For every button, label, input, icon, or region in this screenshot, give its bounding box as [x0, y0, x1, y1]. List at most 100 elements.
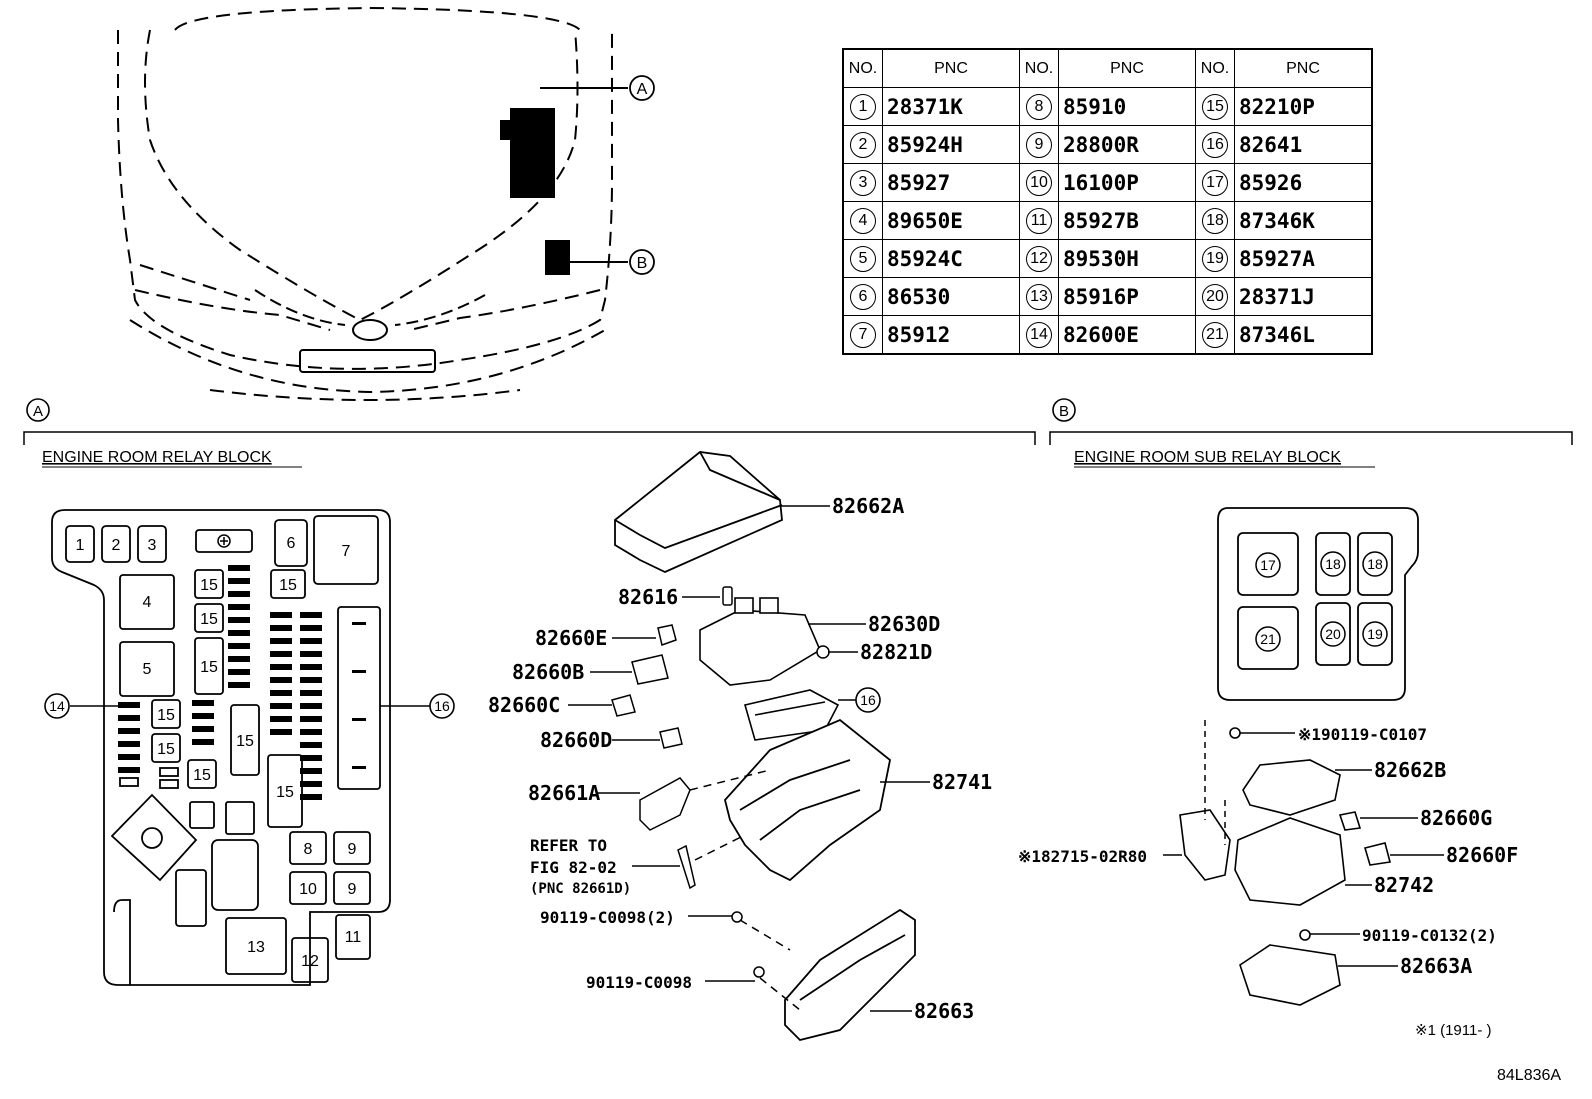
callout-82660c: 82660C: [488, 693, 560, 717]
illustration-code: 84L836A: [1497, 1067, 1561, 1084]
callout-90119-c0107: ※190119-C0107: [1298, 725, 1427, 744]
pnc-cell: 28371K: [882, 87, 1020, 126]
pnc-cell: 85924H: [882, 125, 1020, 164]
callout-82742: 82742: [1374, 873, 1434, 897]
relay-carrier-82630d: [699, 597, 822, 686]
relay-box-82742: [1234, 817, 1346, 906]
pos-14: 14: [49, 698, 65, 714]
item-number: 19: [1202, 245, 1228, 272]
pos-15: 15: [200, 577, 218, 594]
table-row: 3 85927 10 16100P 17 85926: [842, 163, 1373, 202]
pnc-table: NO. PNC NO. PNC NO. PNC 1 28371K 8 85910…: [842, 48, 1373, 355]
pnc-cell: 87346L: [1234, 315, 1373, 355]
table-row: 6 86530 13 85916P 20 28371J: [842, 277, 1373, 316]
fuse-array: [118, 565, 322, 800]
relay-block-cover-82662a: [614, 451, 783, 573]
pnc-cell: 86530: [882, 277, 1020, 316]
refer-line-3: (PNC 82661D): [530, 881, 631, 897]
fuse-holder-16: [743, 689, 840, 741]
callout-82662a: 82662A: [832, 494, 904, 518]
bolt-90119-c0098-2: [731, 911, 743, 923]
pos-20: 20: [1325, 626, 1341, 642]
pos-19: 19: [1367, 626, 1383, 642]
pos-6: 6: [287, 535, 296, 552]
col-header-pnc: PNC: [882, 48, 1020, 88]
pos-15: 15: [200, 611, 218, 628]
relay-base-82741: [724, 718, 891, 882]
bolt-90119-c0098: [753, 966, 765, 978]
item-number: 12: [1026, 245, 1052, 272]
pnc-cell: 89530H: [1058, 239, 1196, 278]
car-front-outline: [117, 6, 613, 401]
callout-82660g: 82660G: [1420, 806, 1492, 830]
relay-block-location-b: [545, 240, 570, 275]
relay-82660b: [631, 654, 669, 685]
table-row: 7 85912 14 82600E 21 87346L: [842, 315, 1373, 355]
pos-17: 17: [1260, 557, 1276, 573]
item-number: 1: [850, 93, 876, 120]
pos-15: 15: [157, 741, 175, 758]
pnc-cell: 85927A: [1234, 239, 1373, 278]
item-number: 9: [1026, 131, 1052, 158]
pos-10: 10: [299, 881, 317, 898]
pos-2: 2: [112, 537, 121, 554]
fuse-82661d: [677, 844, 696, 890]
pos-15: 15: [276, 784, 294, 801]
pos-18b: 18: [1367, 556, 1383, 572]
refer-line-1: REFER TO: [530, 836, 607, 855]
relay-block-location-a: [510, 108, 555, 198]
item-number: 2: [850, 131, 876, 158]
pos-16: 16: [434, 698, 450, 714]
bolt-90119-c0132: [1299, 929, 1311, 941]
pos-15: 15: [236, 733, 254, 750]
item-number: 14: [1026, 321, 1052, 348]
callout-82821d: 82821D: [860, 640, 932, 664]
callout-82663: 82663: [914, 999, 974, 1023]
pos-7: 7: [342, 543, 351, 560]
table-row: 5 85924C 12 89530H 19 85927A: [842, 239, 1373, 278]
marker-b-label: B: [637, 255, 648, 272]
item-number: 11: [1026, 207, 1052, 234]
car-emblem: [254, 289, 486, 373]
bracket-82715-02r80: [1179, 809, 1231, 881]
section-b-title: ENGINE ROOM SUB RELAY BLOCK: [1074, 449, 1341, 466]
pnc-cell: 85924C: [882, 239, 1020, 278]
marker-b-circle: [629, 249, 655, 275]
item-number: 8: [1026, 93, 1052, 120]
pos-5: 5: [143, 661, 152, 678]
item-number: 10: [1026, 169, 1052, 196]
callout-82715-02r80: ※182715-02R80: [1018, 847, 1147, 866]
pnc-cell: 28371J: [1234, 277, 1373, 316]
callout-82663a: 82663A: [1400, 954, 1472, 978]
item-number: 16: [1202, 131, 1228, 158]
callout-82660d: 82660D: [540, 728, 612, 752]
pnc-cell: 16100P: [1058, 163, 1196, 202]
relay-82660c: [611, 694, 636, 717]
callout-90119-c0132-2: 90119-C0132(2): [1362, 926, 1497, 945]
pnc-cell: 82641: [1234, 125, 1373, 164]
table-row: 4 89650E 11 85927B 18 87346K: [842, 201, 1373, 240]
item-number: 13: [1026, 283, 1052, 310]
relay-82660g: [1338, 811, 1362, 831]
pos-15: 15: [157, 707, 175, 724]
pos-3: 3: [148, 537, 157, 554]
section-a-title: ENGINE ROOM RELAY BLOCK: [42, 449, 272, 466]
callout-82662b: 82662B: [1374, 758, 1446, 782]
section-b-marker: B: [1059, 403, 1069, 420]
item-number: 20: [1202, 283, 1228, 310]
item-number: 4: [850, 207, 876, 234]
table-header-row: NO. PNC NO. PNC NO. PNC: [842, 48, 1373, 88]
relay-82660f: [1363, 842, 1392, 866]
section-b-circle: [1052, 398, 1076, 422]
pnc-cell: 28800R: [1058, 125, 1196, 164]
item-number: 6: [850, 283, 876, 310]
section-a-circle: [26, 398, 50, 422]
item-number: 15: [1202, 93, 1228, 120]
pos-4: 4: [143, 594, 152, 611]
fuse-82616: [722, 586, 733, 606]
callout-90119-c0098-2: 90119-C0098(2): [540, 908, 675, 927]
item-number: 5: [850, 245, 876, 272]
footnote: ※1 (1911- ): [1415, 1022, 1492, 1039]
marker-a-circle: [629, 75, 655, 101]
